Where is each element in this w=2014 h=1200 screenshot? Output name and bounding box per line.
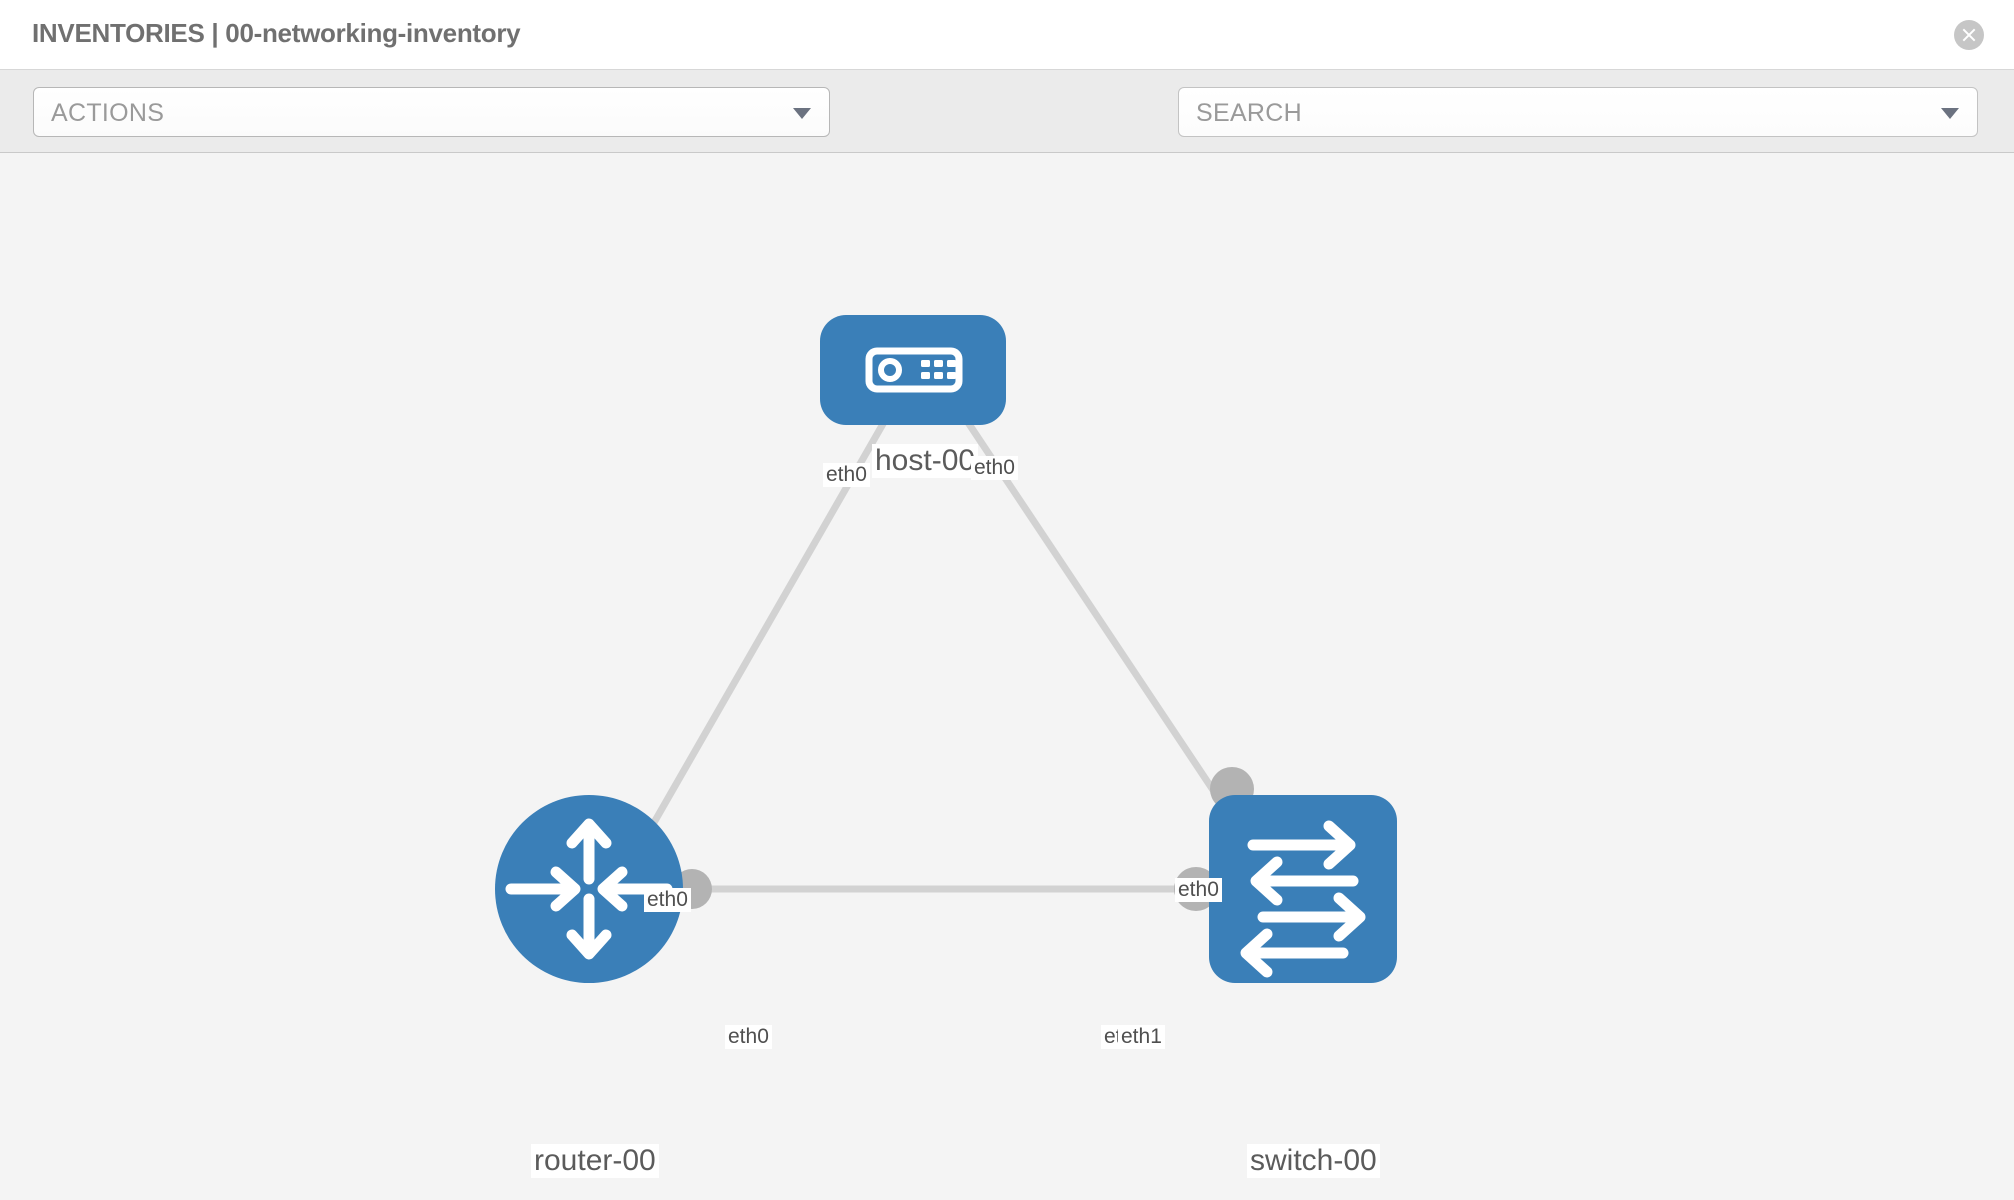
router-four-arrows-icon [505, 818, 673, 960]
server-device-icon [865, 347, 963, 393]
port-label-router-right: eth0 [725, 1025, 772, 1050]
port-label-switch-up: eth0 [1175, 878, 1222, 903]
page-title: INVENTORIES | 00-networking-inventory [32, 18, 521, 48]
node-label-router: router-00 [531, 1144, 659, 1178]
node-host-00[interactable] [820, 315, 1006, 425]
port-label-host-right: eth0 [971, 456, 1018, 481]
actions-dropdown[interactable]: ACTIONS [33, 87, 830, 137]
node-router-00[interactable] [495, 795, 683, 983]
topology-graph [495, 315, 1397, 983]
search-placeholder: SEARCH [1196, 99, 1302, 127]
chevron-down-icon[interactable] [1941, 108, 1959, 119]
port-label-host-left: eth0 [823, 463, 870, 488]
node-label-switch: switch-00 [1247, 1144, 1380, 1178]
page-header: INVENTORIES | 00-networking-inventory [0, 0, 2014, 70]
port-label-switch-left-b: eth1 [1118, 1025, 1165, 1050]
port-label-router-up: eth0 [644, 888, 691, 913]
node-switch-00[interactable] [1209, 795, 1397, 983]
node-label-host: host-00 [872, 444, 979, 478]
toolbar: ACTIONS SEARCH [0, 70, 2014, 194]
topology-canvas[interactable]: host-00 eth0 eth0 router-00 eth0 eth0 sw… [0, 153, 2014, 1200]
switch-arrows-icon [1240, 820, 1366, 978]
actions-dropdown-label: ACTIONS [51, 99, 165, 127]
search-input[interactable]: SEARCH [1178, 87, 1978, 137]
close-icon[interactable] [1954, 20, 1984, 50]
chevron-down-icon [793, 108, 811, 119]
